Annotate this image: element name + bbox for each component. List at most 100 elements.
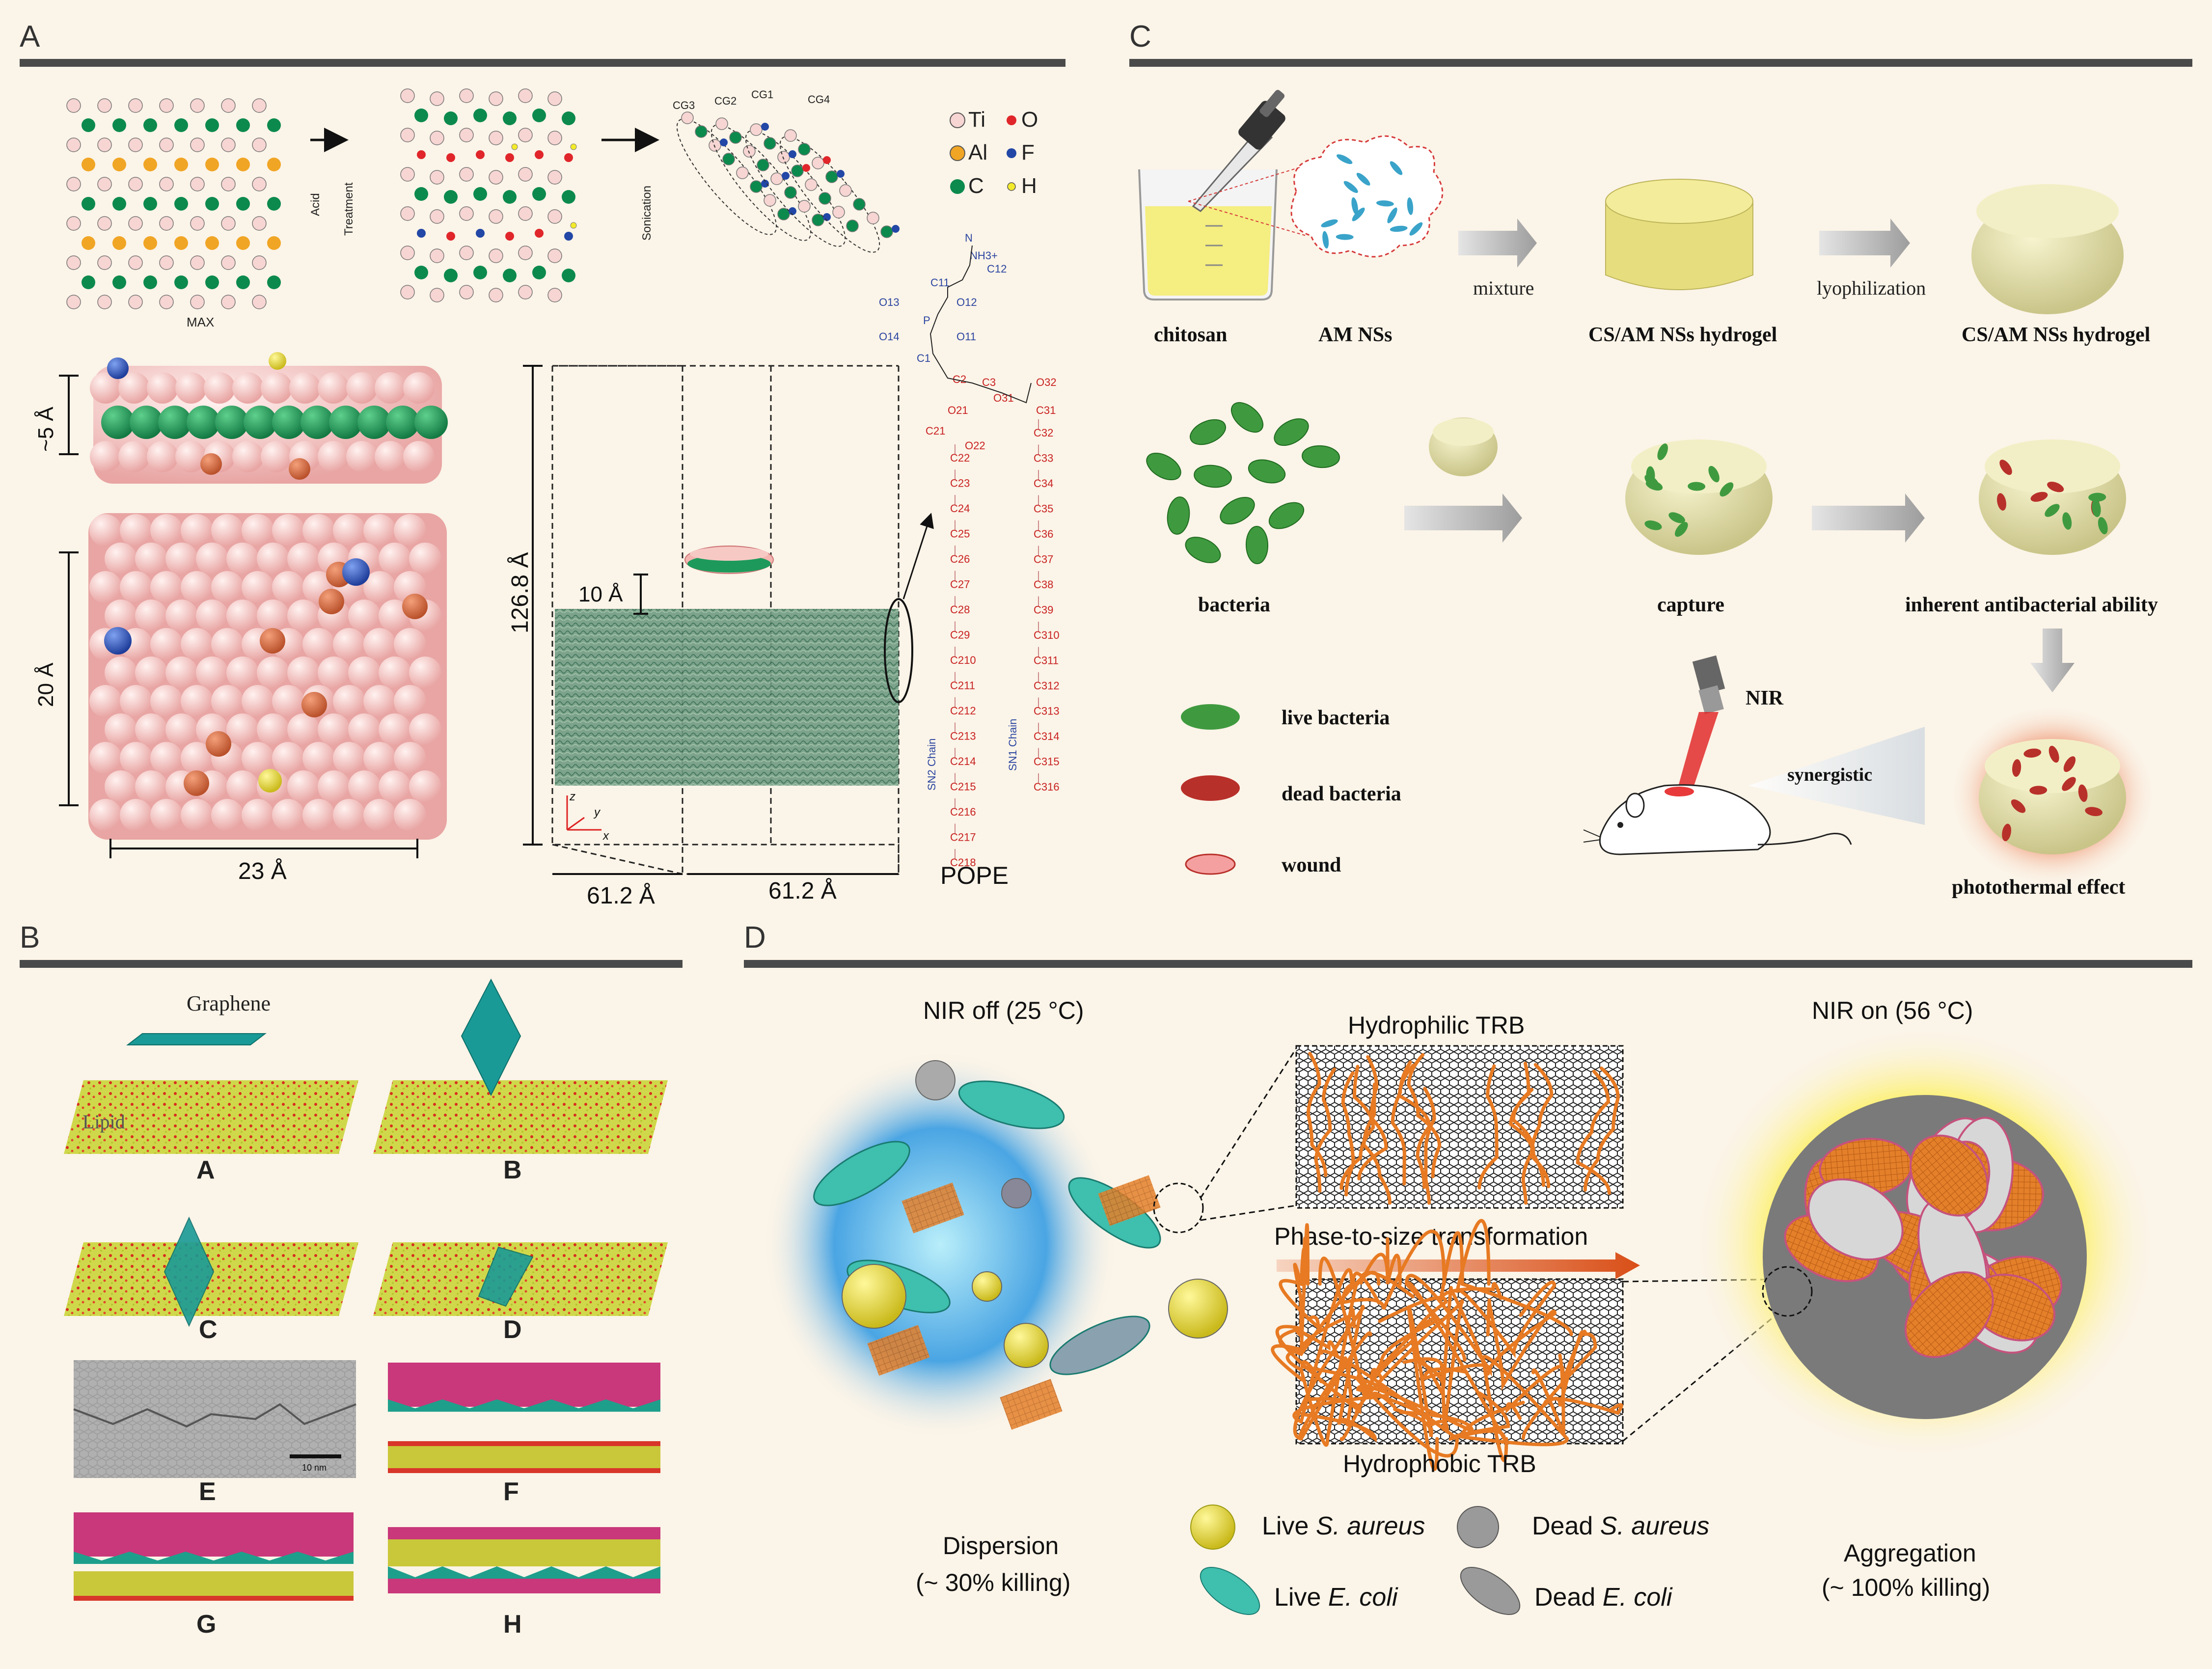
slab-atom bbox=[150, 628, 183, 660]
sn2-atom-label: C216 bbox=[950, 806, 976, 818]
synergy-beam bbox=[1748, 727, 1925, 825]
sn2-atom-label: C29 bbox=[950, 629, 970, 641]
lattice-atom bbox=[729, 131, 742, 144]
slab-atom bbox=[211, 685, 244, 717]
sub-f-label: F bbox=[503, 1477, 519, 1506]
slab-atom bbox=[414, 406, 448, 439]
lattice-atom bbox=[190, 295, 205, 309]
lattice-atom bbox=[764, 137, 776, 150]
slab-atom bbox=[184, 770, 209, 796]
lattice-atom bbox=[174, 158, 188, 171]
slab-atom bbox=[181, 799, 213, 831]
lattice-atom bbox=[789, 150, 796, 158]
lattice-atom bbox=[236, 275, 250, 289]
slab-atom bbox=[101, 406, 135, 439]
lattice-atom bbox=[473, 187, 487, 201]
gel-bacterium bbox=[2063, 756, 2076, 772]
slab-atom bbox=[379, 543, 411, 575]
lattice-atom bbox=[446, 153, 455, 162]
panel-c-letter: C bbox=[1129, 20, 1151, 54]
legend-dead-sa: Dead S. aureus bbox=[1532, 1512, 1709, 1540]
sn2-atom-label: C217 bbox=[950, 831, 976, 844]
sn2-atom-label: C28 bbox=[950, 603, 970, 616]
slab-atom bbox=[147, 441, 178, 472]
slab-atom bbox=[287, 713, 320, 746]
lyophilized-gel bbox=[1971, 184, 2124, 314]
lattice-atom bbox=[236, 197, 250, 211]
nanosheet bbox=[1352, 207, 1365, 221]
lattice-atom bbox=[564, 153, 573, 162]
pope-atom-label: C1 bbox=[917, 352, 930, 364]
simulation-box bbox=[551, 365, 900, 875]
gel-bacterium bbox=[1708, 465, 1720, 483]
bacterium bbox=[1248, 459, 1286, 484]
slab-atom bbox=[375, 441, 406, 472]
slab-atom bbox=[363, 514, 396, 547]
lattice-atom bbox=[459, 128, 474, 142]
lattice-atom bbox=[236, 118, 250, 132]
polymer-strand bbox=[1299, 1236, 1356, 1355]
panel-b-letter: B bbox=[20, 921, 40, 955]
f-legend-label: F bbox=[1021, 140, 1035, 164]
slab-atom bbox=[135, 770, 167, 803]
lattice-atom bbox=[518, 246, 533, 260]
pope-atom-label: O13 bbox=[879, 296, 900, 308]
pope-atom-label: O32 bbox=[1036, 376, 1057, 388]
dead-s-aureus-icon bbox=[1457, 1506, 1499, 1548]
lattice-atom bbox=[205, 197, 219, 211]
capture-arrow bbox=[1404, 493, 1522, 543]
lattice-atom bbox=[784, 129, 797, 142]
gel-top bbox=[1985, 439, 2120, 493]
polymer-strand bbox=[1319, 1349, 1459, 1458]
lattice-atom bbox=[547, 170, 562, 185]
lattice-atom bbox=[562, 269, 575, 282]
pope-atom-label: O22 bbox=[965, 439, 985, 452]
lattice-atom bbox=[715, 117, 728, 130]
flake-outline bbox=[710, 124, 812, 241]
lattice-atom bbox=[112, 236, 126, 250]
bacterium bbox=[1167, 496, 1190, 535]
panel-d-legend: Live S. aureus Dead S. aureus Live E. co… bbox=[1190, 1505, 1709, 1615]
aggregate-piece bbox=[1904, 1271, 1994, 1358]
lattice-atom bbox=[414, 109, 428, 122]
pope-atom-label: O14 bbox=[879, 330, 900, 343]
polymer-strand bbox=[1298, 1331, 1372, 1441]
scale-bar bbox=[290, 1454, 341, 1458]
lattice-atom bbox=[205, 158, 219, 171]
slab-atom bbox=[150, 742, 183, 774]
panel-d-letter: D bbox=[744, 921, 766, 955]
lattice-atom bbox=[82, 158, 95, 171]
axes-icon: z y x bbox=[566, 790, 609, 843]
polymer-strand bbox=[1362, 1082, 1392, 1205]
o-legend-label: O bbox=[1021, 108, 1038, 132]
dispersion-label: Dispersion bbox=[943, 1532, 1059, 1560]
slab-atom bbox=[329, 406, 362, 439]
pope-atom-label: C12 bbox=[987, 263, 1007, 275]
lattice-atom bbox=[252, 177, 267, 192]
lattice-atom bbox=[82, 118, 95, 132]
slab-atom bbox=[181, 628, 213, 660]
slab-atom bbox=[105, 657, 137, 689]
gel-bacterium bbox=[2048, 745, 2059, 763]
nanosheet bbox=[1351, 197, 1358, 215]
slab-atom bbox=[287, 770, 320, 803]
slab-atom bbox=[272, 799, 304, 831]
e-coli bbox=[958, 1080, 1065, 1129]
c-legend-dot bbox=[950, 179, 965, 194]
panel-a: MAX Acid Treatment Sonication CG3 CG2 CG… bbox=[34, 88, 1060, 909]
slab-atom bbox=[242, 514, 274, 547]
slab-atom bbox=[211, 628, 244, 660]
trb-patch bbox=[867, 1325, 930, 1376]
slab-atom bbox=[287, 657, 320, 689]
box-height-label: 126.8 Å bbox=[507, 552, 533, 633]
lattice-atom bbox=[417, 150, 426, 159]
sn1-atom-label: C34 bbox=[1034, 477, 1053, 490]
gel-bacterium bbox=[2088, 492, 2106, 502]
graphene-sheet: Graphene bbox=[126, 991, 271, 1045]
lattice-atom bbox=[459, 167, 474, 182]
zoom-arrow bbox=[902, 513, 934, 600]
lattice-atom bbox=[143, 158, 157, 171]
s-aureus bbox=[1168, 1279, 1228, 1339]
graphene-inserted-c bbox=[164, 1216, 215, 1327]
